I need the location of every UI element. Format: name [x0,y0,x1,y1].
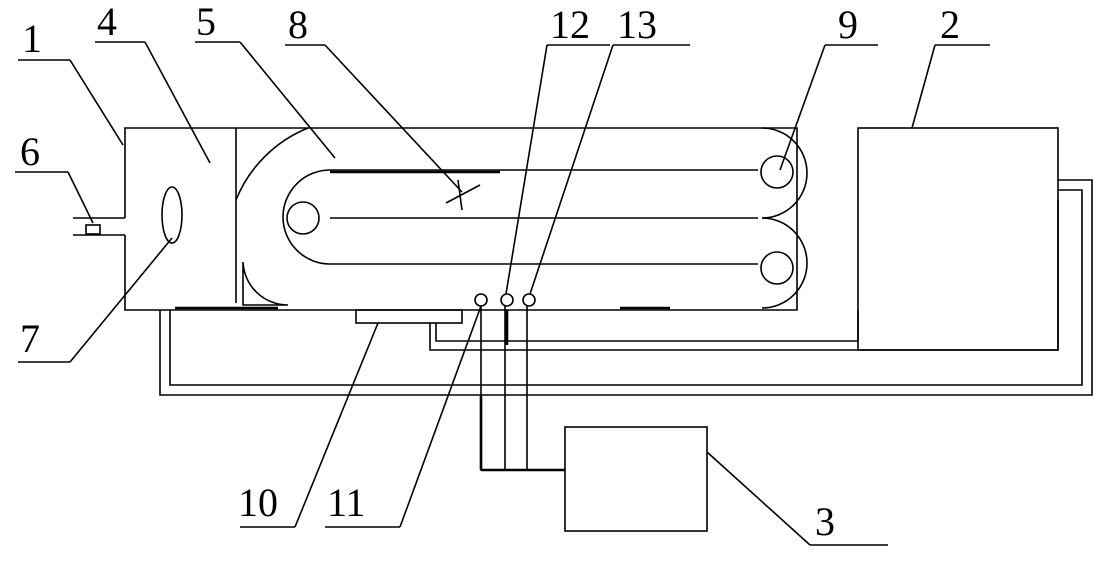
label-11: 11 [327,480,366,525]
label-7: 7 [20,316,40,361]
label-6: 6 [20,129,40,174]
sensor-11 [474,293,488,307]
sensor-13 [522,293,536,307]
rollers [286,155,794,285]
main-housing [124,127,798,311]
label-12: 12 [550,2,590,47]
control-box-3 [564,426,708,532]
inlet-pipe [73,217,125,236]
roller-lower-right [760,251,794,285]
label-10: 10 [238,480,278,525]
wiring-box3 [479,306,565,472]
belt-arc-upper [235,127,309,201]
bottom-plate [175,261,289,310]
conveyor-belt [282,127,808,310]
label-2: 2 [940,2,960,47]
label-1: 1 [22,16,42,61]
wiring-box2 [159,179,1093,396]
part-labels: 1 4 5 8 12 13 9 2 6 7 10 11 3 [20,0,960,544]
leader-lines [15,41,990,546]
sensor-12 [500,293,514,307]
label-5: 5 [196,0,216,44]
cross-mark [445,179,481,211]
roller-upper-right [760,155,794,189]
valve [85,224,101,235]
roller-left [286,201,320,235]
control-box-2 [857,127,1059,351]
label-4: 4 [97,0,117,44]
label-9: 9 [838,2,858,47]
window-ellipse [161,186,183,244]
label-3: 3 [815,499,835,544]
heater-block [355,309,463,324]
label-13: 13 [617,2,657,47]
sensors [474,293,536,307]
label-8: 8 [288,2,308,47]
